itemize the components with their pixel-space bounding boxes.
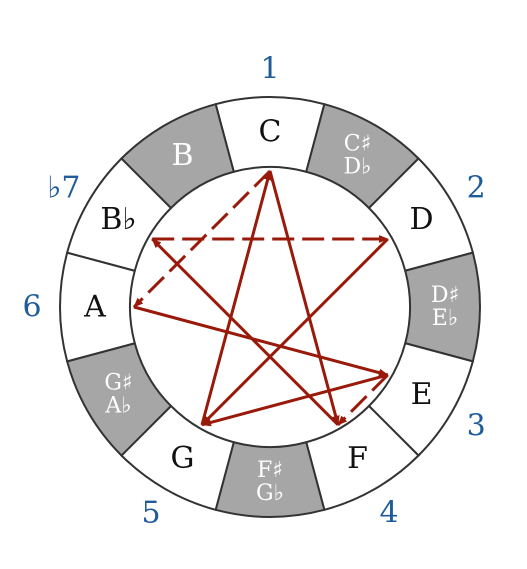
scale-degree-label: 2	[467, 171, 486, 206]
note-label: C♯	[344, 131, 371, 156]
note-label: E♭	[432, 306, 458, 331]
interval-arrow	[151, 237, 340, 426]
scale-degree-label: 3	[467, 409, 486, 444]
note-label: D♭	[343, 154, 371, 179]
interval-arrow	[268, 170, 340, 426]
note-label: D	[410, 202, 434, 237]
dashed-interval-arrow	[132, 169, 272, 309]
note-labels: C C♯D♭ D D♯E♭ E F F♯G♭ G G♯A♭ A B♭ B	[83, 115, 459, 507]
note-label: D♯	[431, 283, 459, 308]
scale-degree-label: ♭7	[47, 171, 80, 206]
note-label: E	[411, 377, 433, 412]
note-label: A	[83, 290, 106, 325]
scale-degree-label: 1	[260, 52, 279, 87]
scale-degree-label: 6	[22, 290, 41, 325]
interval-arrow	[200, 237, 389, 426]
note-label: F♯	[257, 458, 283, 483]
note-label: F	[347, 441, 368, 476]
note-label: B	[171, 138, 193, 173]
note-label: G♯	[104, 371, 132, 396]
note-label: G	[171, 441, 195, 476]
dashed-interval-arrow	[336, 373, 389, 426]
note-segment	[120, 102, 235, 210]
note-label: G♭	[256, 481, 284, 506]
scale-degree-label: 5	[141, 496, 160, 531]
interval-arrow	[133, 305, 389, 377]
scale-degree-label: 4	[379, 496, 398, 531]
note-ring	[59, 96, 481, 518]
note-label: A♭	[104, 394, 131, 419]
note-label: B♭	[100, 202, 136, 237]
interval-arrow	[200, 170, 272, 426]
interval-arrows	[132, 169, 389, 427]
interval-arrow	[201, 373, 389, 427]
degree-labels: 1 2 3 4 5 6 ♭7	[22, 52, 485, 531]
note-label: C	[259, 115, 282, 150]
